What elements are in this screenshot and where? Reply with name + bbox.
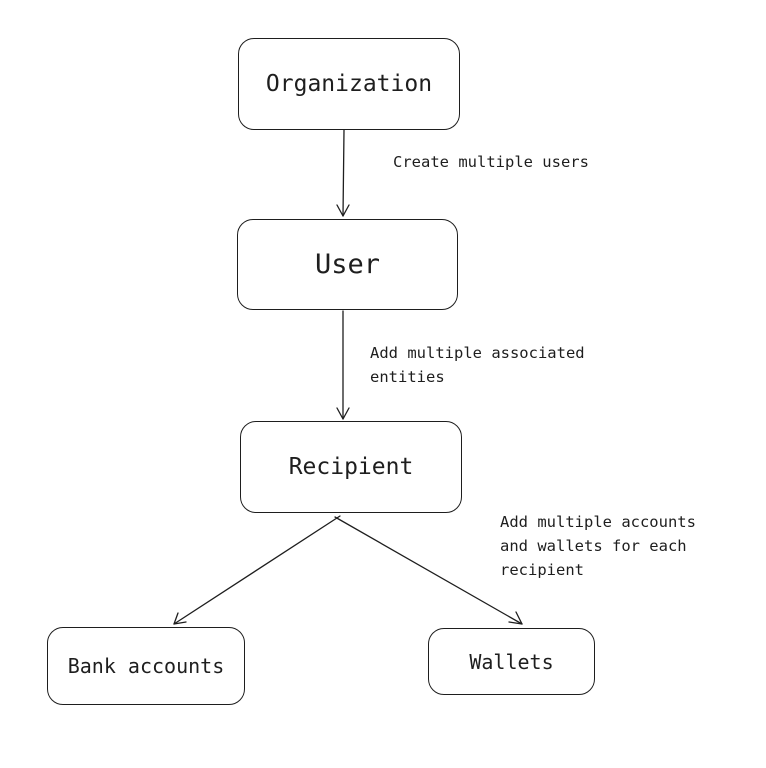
organization-node[interactable]: Organization [238, 38, 460, 130]
user-node[interactable]: User [237, 219, 458, 310]
bank-accounts-label: Bank accounts [67, 654, 225, 678]
add-entities-label: Add multiple associated entities [370, 344, 585, 386]
user-label: User [314, 249, 381, 280]
arrowhead-org-to-user [336, 204, 350, 217]
arrow-recipient-to-wallets [334, 516, 523, 625]
recipient-node[interactable]: Recipient [240, 421, 462, 513]
arrowhead-recipient-to-wallets [508, 611, 523, 625]
create-users-label: Create multiple users [393, 153, 589, 171]
arrow-org-to-user [342, 129, 345, 217]
add-accounts-wallets-label: Add multiple accounts and wallets for ea… [500, 513, 696, 579]
wallets-node[interactable]: Wallets [428, 628, 595, 695]
arrow-recipient-to-bank [173, 515, 341, 625]
arrowhead-user-to-recipient [336, 407, 350, 420]
arrowhead-recipient-to-bank [173, 612, 187, 625]
wallets-label: Wallets [469, 649, 554, 674]
bank-accounts-node[interactable]: Bank accounts [47, 627, 245, 705]
organization-label: Organization [265, 71, 433, 97]
recipient-label: Recipient [288, 454, 414, 480]
